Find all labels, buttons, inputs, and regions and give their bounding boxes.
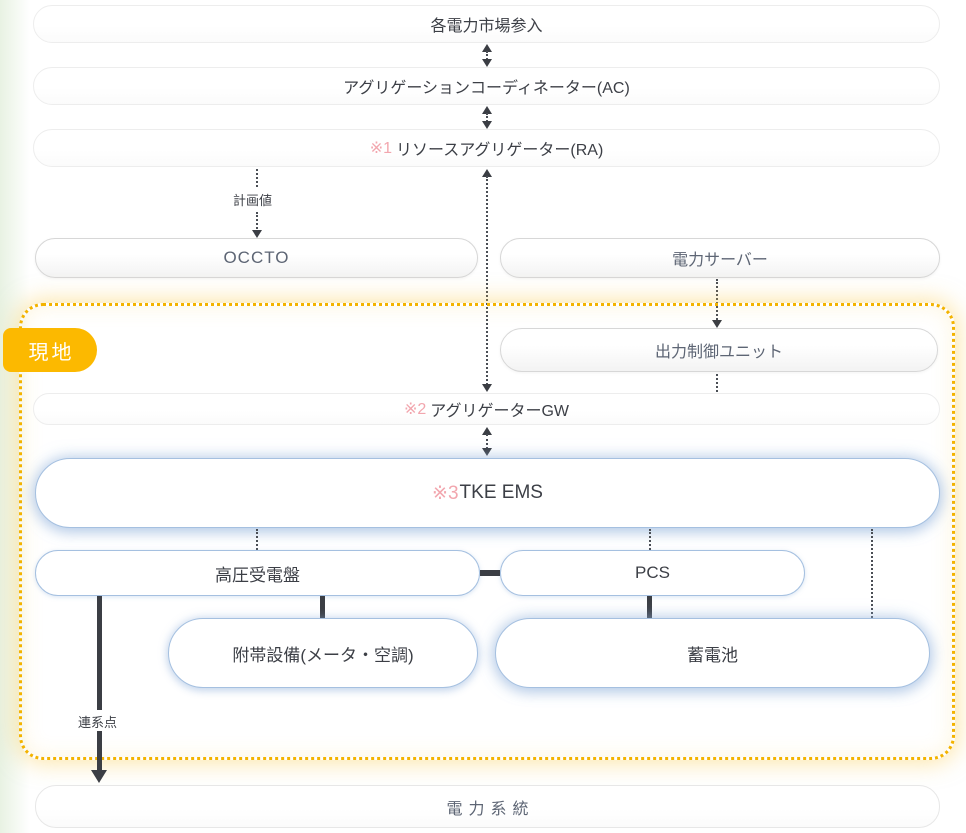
label-interconnection-point: 連系点 xyxy=(78,715,118,730)
arrowhead-down-icon xyxy=(482,59,492,67)
arrowhead-down-icon xyxy=(482,121,492,129)
arrowhead-down-icon xyxy=(252,230,262,238)
node-hv-panel-label: 高圧受電盤 xyxy=(215,565,300,585)
node-ac-label: アグリゲーションコーディネーター(AC) xyxy=(343,80,630,97)
node-hv-panel: 高圧受電盤 xyxy=(35,550,480,596)
region-onsite xyxy=(19,303,955,760)
connector-hv-pcs xyxy=(480,570,500,576)
connector-output-gw xyxy=(716,374,718,392)
node-tke-ems-label: TKE EMS xyxy=(459,482,543,503)
node-aggregator-gw: ※2 アグリゲーターGW xyxy=(33,393,940,425)
node-auxiliary-label: 附帯設備(メータ・空調) xyxy=(232,645,414,665)
node-battery: 蓄電池 xyxy=(495,618,930,688)
arrow-line xyxy=(486,434,488,449)
node-grid-label: 電力系統 xyxy=(446,800,535,818)
arrow-line xyxy=(486,176,488,385)
node-market: 各電力市場参入 xyxy=(33,5,940,43)
arrowhead-up-icon xyxy=(482,169,492,177)
connector-ems-battery xyxy=(871,529,873,618)
node-pcs-label: PCS xyxy=(635,563,670,582)
node-output-control: 出力制御ユニット xyxy=(500,328,938,372)
arrowhead-down-icon xyxy=(712,320,722,328)
connector-hv-interconnection xyxy=(97,596,102,710)
node-output-control-label: 出力制御ユニット xyxy=(654,344,783,361)
connector-pcs-battery xyxy=(647,596,652,620)
arrow-line xyxy=(486,113,488,122)
node-ra-label: リソースアグリゲーター(RA) xyxy=(396,142,604,159)
arrow-line xyxy=(716,279,718,320)
node-aggregator-gw-label: アグリゲーターGW xyxy=(430,403,570,420)
arrowhead-down-icon xyxy=(482,384,492,392)
arrow-line xyxy=(256,212,258,229)
arrow-line xyxy=(97,731,102,770)
arrowhead-down-icon xyxy=(482,448,492,456)
node-auxiliary: 附帯設備(メータ・空調) xyxy=(168,618,478,688)
node-pcs: PCS xyxy=(500,550,805,596)
node-occto: OCCTO xyxy=(35,238,478,278)
node-occto-label: OCCTO xyxy=(223,248,290,267)
arrowhead-down-icon xyxy=(91,770,107,783)
badge-onsite-label: 現地 xyxy=(28,341,75,364)
label-planned-value: 計画値 xyxy=(233,193,273,208)
node-resource-aggregator: ※1 リソースアグリゲーター(RA) xyxy=(33,129,940,167)
node-aggregation-coordinator: アグリゲーションコーディネーター(AC) xyxy=(33,67,940,105)
connector-hv-auxiliary xyxy=(320,596,325,620)
badge-onsite: 現地 xyxy=(3,328,97,372)
node-tke-ems: ※3 TKE EMS xyxy=(35,458,940,528)
arrowhead-up-icon xyxy=(482,427,492,435)
node-power-server: 電力サーバー xyxy=(500,238,940,278)
node-market-label: 各電力市場参入 xyxy=(430,18,543,35)
arrowhead-up-icon xyxy=(482,106,492,114)
arrowhead-up-icon xyxy=(482,44,492,52)
footnote-marker-1: ※1 xyxy=(369,140,392,157)
footnote-marker-2: ※2 xyxy=(403,401,427,418)
connector-ems-hv xyxy=(256,529,258,550)
arrow-line xyxy=(486,51,488,60)
node-power-server-label: 電力サーバー xyxy=(672,252,768,269)
footnote-marker-3: ※3 xyxy=(432,482,459,504)
connector-ems-pcs xyxy=(649,529,651,550)
arrow-line xyxy=(256,169,258,187)
node-grid: 電力系統 xyxy=(35,785,940,828)
node-battery-label: 蓄電池 xyxy=(687,645,738,665)
